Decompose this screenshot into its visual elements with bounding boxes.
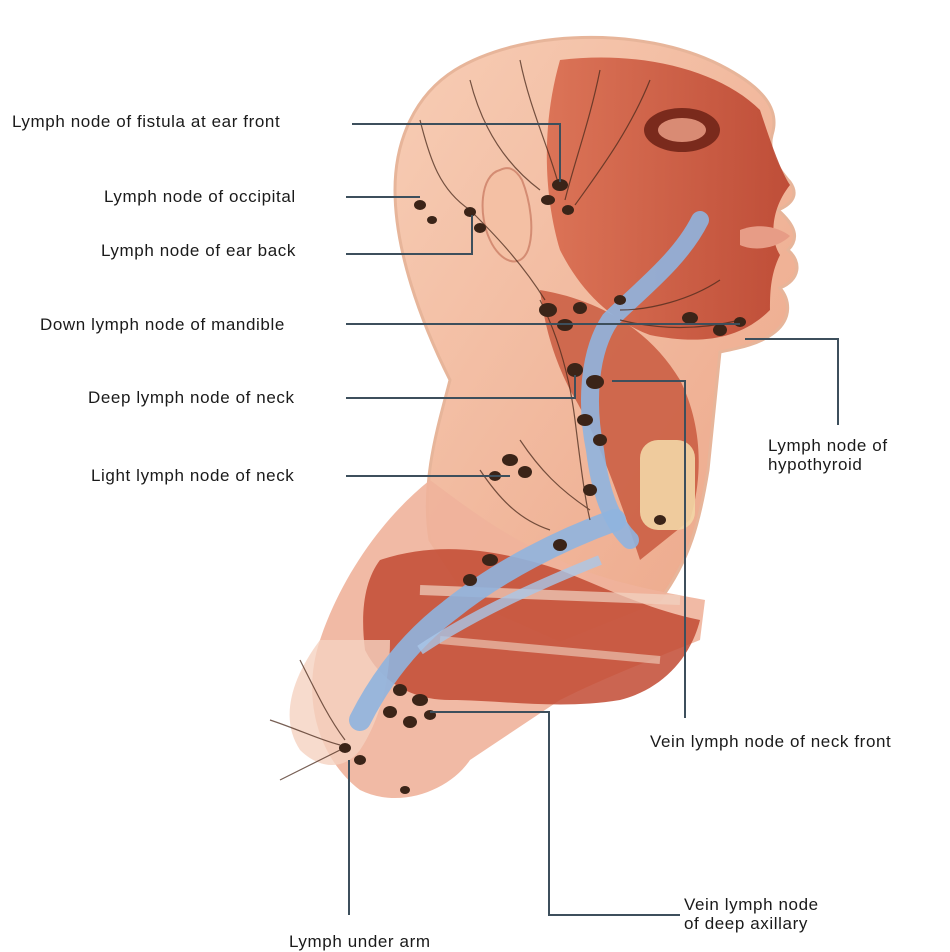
label-down-mandible: Down lymph node of mandible	[40, 315, 285, 334]
label-occipital: Lymph node of occipital	[104, 187, 296, 206]
label-deep-axillary-line2: of deep axillary	[684, 914, 808, 933]
label-under-arm: Lymph under arm	[289, 932, 431, 951]
label-fistula-ear-front: Lymph node of fistula at ear front	[12, 112, 280, 131]
label-deep-neck: Deep lymph node of neck	[88, 388, 295, 407]
label-hypothyroid-line1: Lymph node of	[768, 436, 888, 455]
label-deep-axillary-line1: Vein lymph node	[684, 895, 819, 914]
label-light-neck: Light lymph node of neck	[91, 466, 294, 485]
leader-hypothyroid	[745, 339, 838, 425]
label-vein-neck-front: Vein lymph node of neck front	[650, 732, 891, 751]
label-hypothyroid-line2: hypothyroid	[768, 455, 863, 474]
hypothyroid-region	[640, 440, 695, 530]
label-ear-back: Lymph node of ear back	[101, 241, 296, 260]
